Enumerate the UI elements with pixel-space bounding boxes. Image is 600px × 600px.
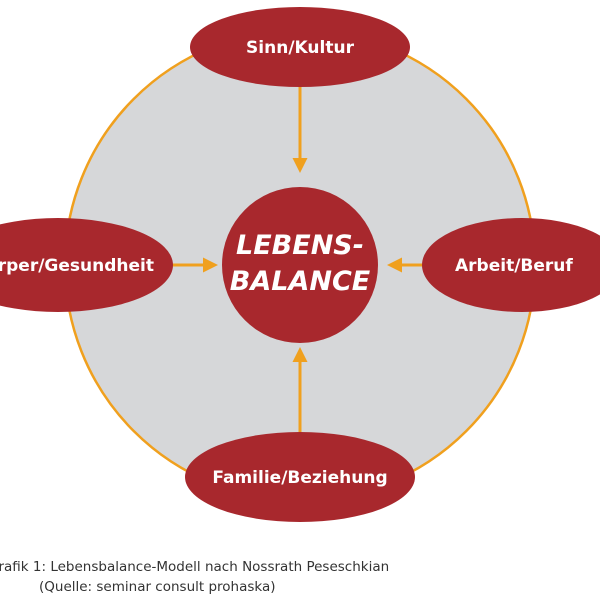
node-top-label: Sinn/Kultur xyxy=(246,38,355,58)
center-label-line1: LEBENS- xyxy=(236,230,364,261)
caption-source: (Quelle: seminar consult prohaska) xyxy=(39,579,276,595)
node-right-label: Arbeit/Beruf xyxy=(455,256,573,276)
node-right xyxy=(422,218,600,312)
node-top xyxy=(190,7,410,87)
node-left xyxy=(0,218,173,312)
center-label-line2: BALANCE xyxy=(230,266,371,297)
center-node xyxy=(222,187,378,343)
caption-title: Grafik 1: Lebensbalance-Modell nach Noss… xyxy=(0,559,390,575)
node-bottom-label: Familie/Beziehung xyxy=(212,468,387,488)
node-bottom xyxy=(185,432,415,522)
figure-caption: Grafik 1: Lebensbalance-Modell nach Noss… xyxy=(0,557,600,597)
node-left-label: Körper/Gesundheit xyxy=(0,256,154,276)
